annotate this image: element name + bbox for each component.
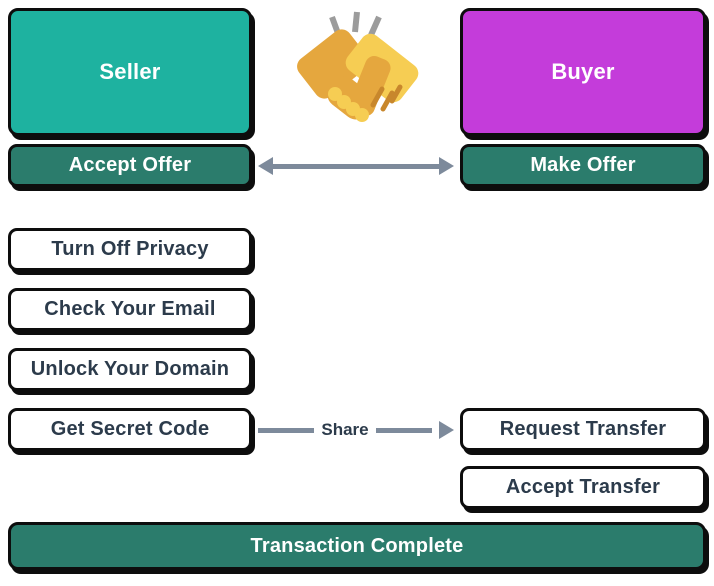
share-arrow: Share <box>258 418 454 442</box>
seller-label: Seller <box>99 59 161 84</box>
share-arrow-label: Share <box>321 420 369 439</box>
offer-exchange-arrow <box>258 154 454 178</box>
step-label: Request Transfer <box>499 418 667 440</box>
seller-box: Seller <box>8 8 252 136</box>
accept-offer-label: Accept Offer <box>68 154 192 176</box>
arrow-shaft <box>258 427 315 433</box>
step-unlock-your-domain: Unlock Your Domain <box>8 348 252 391</box>
buyer-label: Buyer <box>551 59 615 84</box>
transaction-complete-label: Transaction Complete <box>250 534 464 557</box>
step-label: Accept Transfer <box>505 476 661 498</box>
buyer-box: Buyer <box>460 8 706 136</box>
arrow-shaft <box>375 427 432 433</box>
step-accept-transfer: Accept Transfer <box>460 466 706 509</box>
step-label: Unlock Your Domain <box>30 358 230 380</box>
step-label: Turn Off Privacy <box>51 238 209 260</box>
arrow-right-icon <box>439 421 454 439</box>
accept-offer-box: Accept Offer <box>8 144 252 187</box>
make-offer-label: Make Offer <box>530 154 636 176</box>
transaction-complete-banner: Transaction Complete <box>8 522 706 570</box>
arrow-left-icon <box>258 157 273 175</box>
step-request-transfer: Request Transfer <box>460 408 706 451</box>
step-check-your-email: Check Your Email <box>8 288 252 331</box>
clasped-hands-icon <box>297 29 419 122</box>
step-turn-off-privacy: Turn Off Privacy <box>8 228 252 271</box>
step-get-secret-code: Get Secret Code <box>8 408 252 451</box>
arrow-right-icon <box>439 157 454 175</box>
handshake-icon <box>297 11 419 122</box>
step-label: Get Secret Code <box>50 418 210 440</box>
step-label: Check Your Email <box>44 298 216 320</box>
make-offer-box: Make Offer <box>460 144 706 187</box>
arrow-shaft <box>273 163 439 169</box>
